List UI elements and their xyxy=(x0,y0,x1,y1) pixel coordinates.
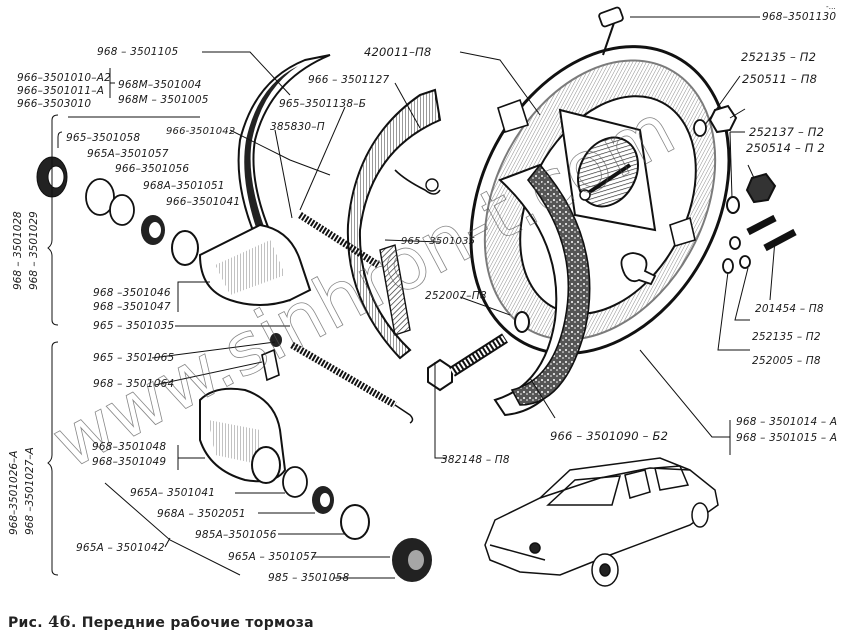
label-return-spring: 965– 3501035 xyxy=(401,236,476,247)
label-vertical-lower-1: 968–3501026–А xyxy=(8,450,20,536)
leader-lines xyxy=(47,16,776,579)
label-cylinder-b: 968 –3501047 xyxy=(93,301,171,313)
label-cap: 965–3501058 xyxy=(66,132,141,144)
label-shoe: 966 – 3501090 – Б2 xyxy=(550,429,669,443)
label-group-left-2: 966–3501011–А xyxy=(17,85,105,97)
label-washer-385830: 385830–П xyxy=(270,121,325,133)
car-illustration xyxy=(484,457,719,587)
label-vertical-upper-2: 968 – 3501029 xyxy=(28,211,40,290)
label-lower-cup: 968А – 3502051 xyxy=(157,508,246,520)
label-group-right-2: 968М – 3501005 xyxy=(118,94,209,106)
label-lower-piston: 985А–3501056 xyxy=(195,529,277,541)
label-washer-c: 252135 – П2 xyxy=(752,331,821,343)
right-fasteners xyxy=(693,104,797,274)
hex-bolt xyxy=(427,311,530,392)
label-spring-pin: 966 – 3501127 xyxy=(308,74,390,86)
label-bracket-bolt: 420011–П8 xyxy=(364,45,432,59)
label-washer-a: 252135 – П2 xyxy=(741,50,817,64)
label-pin-b: 965–3501138–Б xyxy=(279,98,367,110)
caption-prefix: Рис. xyxy=(8,615,43,631)
label-bleeder: 968 – 3501064 xyxy=(93,378,175,390)
label-backplate-a: 968 – 3501014 – А xyxy=(736,416,838,428)
lower-wheel-cylinder xyxy=(199,333,432,582)
corner-mark: -… xyxy=(826,2,836,11)
label-piston-seal: 965А–3501057 xyxy=(87,148,169,160)
label-group-right-1: 968М–3501004 xyxy=(118,79,202,91)
label-adjuster-bolt: 968–3501130 xyxy=(762,11,837,23)
label-cylinder-a: 968 –3501046 xyxy=(93,287,171,299)
label-washer-center: 252007–П8 xyxy=(425,290,487,302)
label-hex-bolt: 382148 – П8 xyxy=(441,454,510,466)
label-group-left-1: 966–3501010–А2 xyxy=(17,72,111,84)
label-piston-kit: 965А – 3501042 xyxy=(76,542,165,554)
label-lower-seal: 965А – 3501057 xyxy=(228,551,317,563)
label-lower-cylinder-a: 968–3501048 xyxy=(92,441,167,453)
label-cylinder-kit: 966-3501042 xyxy=(166,126,236,137)
label-washer-b: 252137 – П2 xyxy=(749,125,825,139)
label-vertical-upper-1: 968 – 3501028 xyxy=(12,211,24,290)
backing-plate xyxy=(469,6,731,355)
label-shoe-lining: 968 – 3501105 xyxy=(97,46,179,58)
label-group-left-3: 966–3503010 xyxy=(17,98,92,110)
label-backplate-b: 968 – 3501015 – А xyxy=(736,432,838,444)
caption-text: . Передние рабочие тормоза xyxy=(70,615,314,631)
label-vertical-lower-2: 968 –3501027–А xyxy=(24,447,36,535)
label-piston: 966–3501056 xyxy=(115,163,190,175)
label-lower-ring: 965А– 3501041 xyxy=(130,487,216,499)
brake-shoe-right xyxy=(493,163,591,417)
caption-number: 46 xyxy=(48,612,71,631)
label-washer-d: 252005 – П8 xyxy=(752,355,821,367)
label-lower-cap: 985 – 3501058 xyxy=(268,572,350,584)
brake-shoe-middle xyxy=(346,88,442,360)
label-lower-cylinder-b: 968–3501049 xyxy=(92,456,167,468)
label-bleeder-cap: 965 – 3501065 xyxy=(93,352,175,364)
label-nut-a: 250511 – П8 xyxy=(742,72,818,86)
label-bolt: 201454 – П8 xyxy=(755,303,824,315)
label-ring: 966–3501041 xyxy=(166,196,241,208)
return-springs xyxy=(290,212,414,424)
label-nut-b: 250514 – П 2 xyxy=(746,141,825,155)
label-cup: 968А–3501051 xyxy=(143,180,225,192)
figure-caption: Рис. 46. Передние рабочие тормоза xyxy=(8,612,314,631)
label-spring-ref: 965 – 3501035 xyxy=(93,320,175,332)
